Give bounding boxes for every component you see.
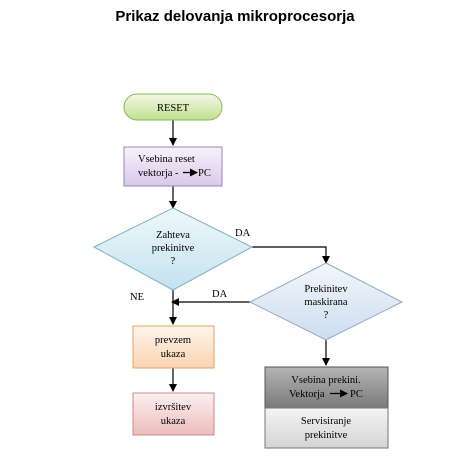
int-vector-line3: PC <box>350 389 363 400</box>
masked-line2: maskirana <box>304 297 347 308</box>
reset-label: RESET <box>157 103 190 114</box>
masked-line3: ? <box>324 310 329 321</box>
reset-vector-line3: PC <box>198 168 211 179</box>
masked-line1: Prekinitev <box>304 284 348 295</box>
interrupt-request-decision: Zahteva prekinitve ? <box>92 207 254 291</box>
edge-label-request-no: NE <box>130 292 144 303</box>
execute-instruction-node: izvršitev ukaza <box>132 392 215 436</box>
request-line3: ? <box>171 256 176 267</box>
edge-label-request-yes: DA <box>235 228 251 239</box>
fetch-instruction-node: prevzem ukaza <box>132 325 215 369</box>
int-vector-line1: Vsebina prekini. <box>291 375 360 386</box>
execute-line2: ukaza <box>161 416 186 427</box>
request-line2: prekinitve <box>152 243 195 254</box>
service-interrupt-node: Servisiranje prekinitve <box>264 407 389 449</box>
request-line1: Zahteva <box>156 230 190 241</box>
fetch-line2: ukaza <box>161 349 186 360</box>
interrupt-vector-node: Vsebina prekini. Vektorja PC <box>264 366 389 409</box>
execute-line1: izvršitev <box>155 402 192 413</box>
connectors <box>169 120 330 392</box>
interrupt-masked-decision: Prekinitev maskirana ? <box>248 262 404 341</box>
service-line1: Servisiranje <box>301 416 351 427</box>
service-line2: prekinitve <box>305 430 348 441</box>
fetch-line1: prevzem <box>155 335 191 346</box>
reset-vector-line1: Vsebina reset <box>138 154 195 165</box>
arrow-request-yes-to-masked <box>252 246 330 264</box>
int-vector-line2: Vektorja <box>289 389 325 400</box>
page-title: Prikaz delovanja mikroprocesorja <box>115 8 355 25</box>
reset-vector-node: Vsebina reset vektorja - PC <box>123 146 223 187</box>
reset-vector-line2: vektorja - <box>138 168 179 179</box>
reset-node: RESET <box>123 93 223 121</box>
edge-label-masked-yes: DA <box>212 289 228 300</box>
